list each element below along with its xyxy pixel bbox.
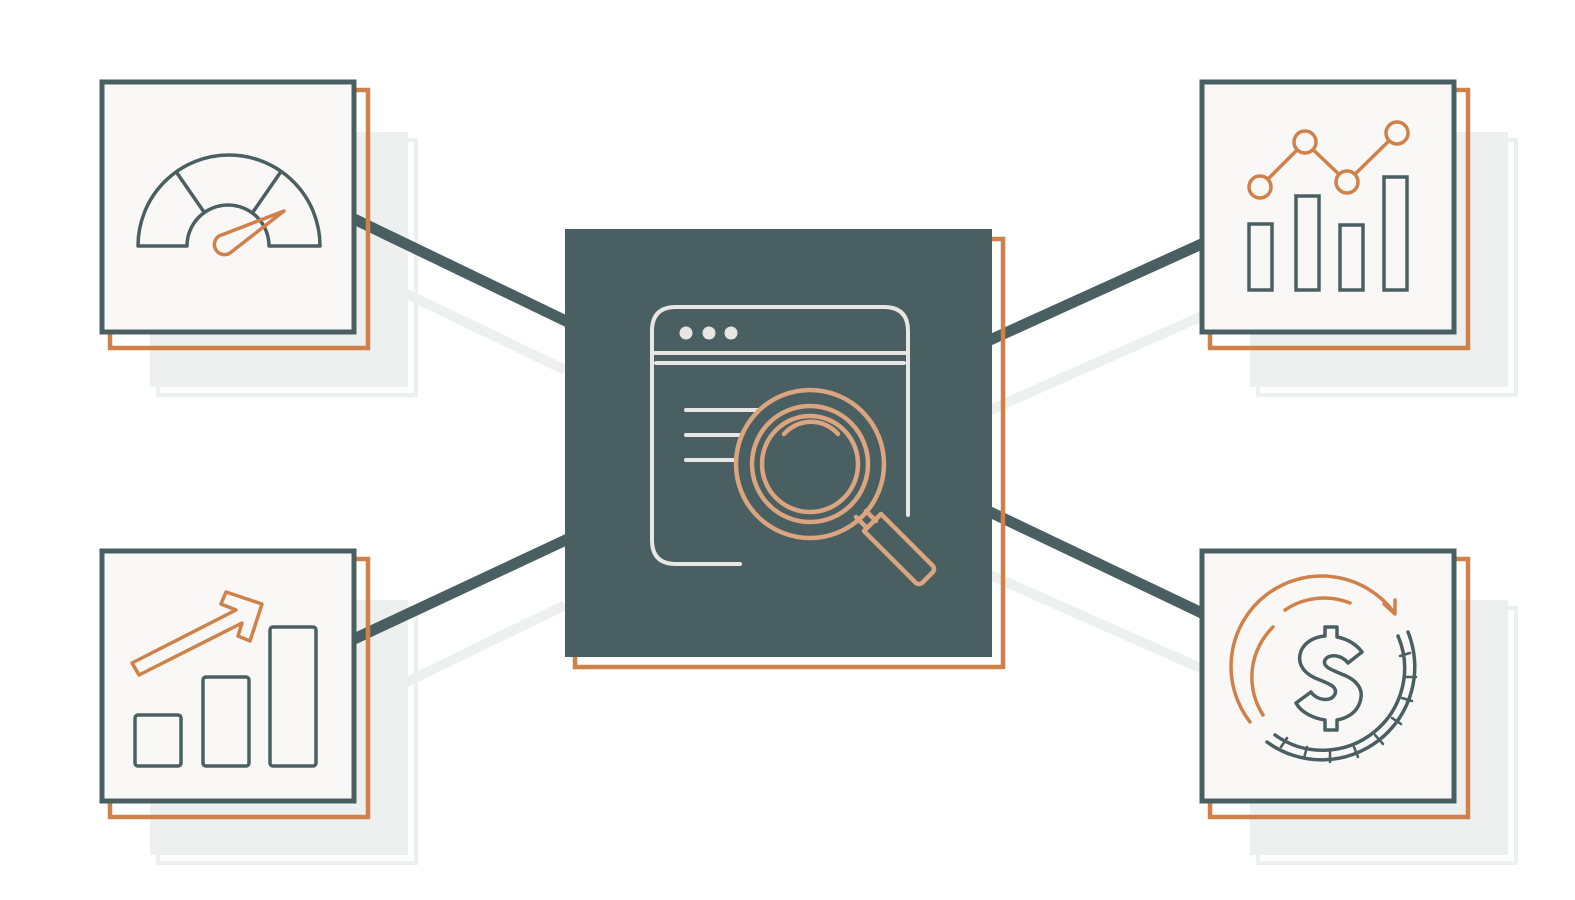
card-bottom-right [1199, 548, 1471, 820]
connector-lines [349, 213, 1209, 645]
connector-bottom-left [349, 533, 573, 645]
browser-window-magnifier-icon [650, 305, 937, 587]
card-top-right [1199, 79, 1471, 351]
connector-top-right [987, 236, 1209, 346]
speedometer-gauge-icon [136, 153, 322, 257]
central-hub [565, 229, 1006, 670]
growth-bar-chart-arrow-icon [130, 590, 318, 768]
connector-top-left [349, 213, 573, 328]
browser-window-icon [650, 305, 910, 566]
magnifier-icon [733, 387, 937, 587]
card-bottom-left [99, 548, 371, 820]
connector-bottom-right [987, 507, 1209, 620]
line-and-bar-analytics-icon [1247, 120, 1410, 292]
card-top-left [99, 79, 371, 351]
dollar-coin-cycle-icon [1229, 574, 1418, 764]
